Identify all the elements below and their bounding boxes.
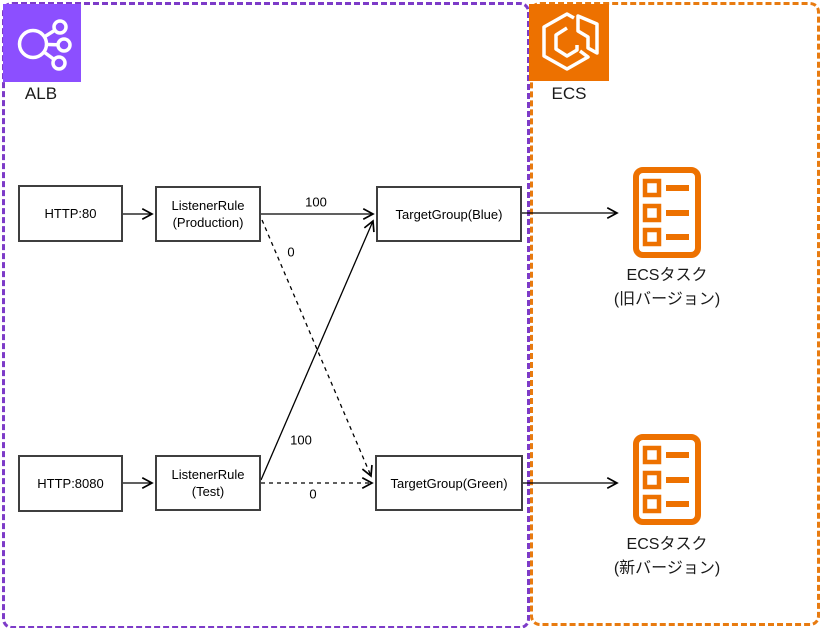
edge-weight-production-to-green: 0 xyxy=(285,244,297,260)
ecs-task-new-label: ECSタスク (新バージョン) xyxy=(614,533,720,581)
edge-weight-test-to-blue: 100 xyxy=(288,432,314,448)
node-http-80: HTTP:80 xyxy=(18,185,123,242)
edge-weight-production-to-blue: 100 xyxy=(303,194,329,210)
node-listener-rule-production: ListenerRule (Production) xyxy=(155,186,261,242)
listener-production-label-line2: (Production) xyxy=(172,215,244,230)
ecs-task-new-label-line2: (新バージョン) xyxy=(613,560,721,577)
edge-production-to-targetgroup-green xyxy=(261,219,373,478)
node-target-group-green: TargetGroup(Green) xyxy=(375,455,523,511)
node-http-80-label: HTTP:80 xyxy=(44,206,97,221)
listener-production-label-line1: ListenerRule xyxy=(171,198,245,213)
listener-test-label-line1: ListenerRule xyxy=(171,467,245,482)
ecs-group-label: ECS xyxy=(551,84,587,103)
ecs-task-old-icon xyxy=(632,166,702,264)
node-target-group-blue: TargetGroup(Blue) xyxy=(376,186,522,242)
ecs-task-old-label-line1: ECSタスク xyxy=(626,267,708,284)
node-http-8080-label: HTTP:8080 xyxy=(37,476,104,491)
ecs-group-boundary xyxy=(530,2,820,626)
edge-test-to-targetgroup-blue xyxy=(260,219,375,481)
listener-test-label-line2: (Test) xyxy=(191,484,225,499)
ecs-task-old-label: ECSタスク (旧バージョン) xyxy=(614,264,720,312)
node-listener-rule-test: ListenerRule (Test) xyxy=(155,455,261,511)
ecs-service-icon xyxy=(529,4,609,86)
alb-load-balancer-icon xyxy=(3,4,81,87)
alb-group-label: ALB xyxy=(24,84,58,103)
node-http-8080: HTTP:8080 xyxy=(18,455,123,512)
ecs-task-old-label-line2: (旧バージョン) xyxy=(613,291,721,308)
target-group-green-label: TargetGroup(Green) xyxy=(390,475,508,491)
ecs-task-new-icon xyxy=(632,433,702,531)
ecs-task-new-label-line1: ECSタスク xyxy=(626,536,708,553)
edge-weight-test-to-green: 0 xyxy=(307,486,319,502)
target-group-blue-label: TargetGroup(Blue) xyxy=(395,206,503,222)
alb-group-boundary xyxy=(2,2,530,628)
